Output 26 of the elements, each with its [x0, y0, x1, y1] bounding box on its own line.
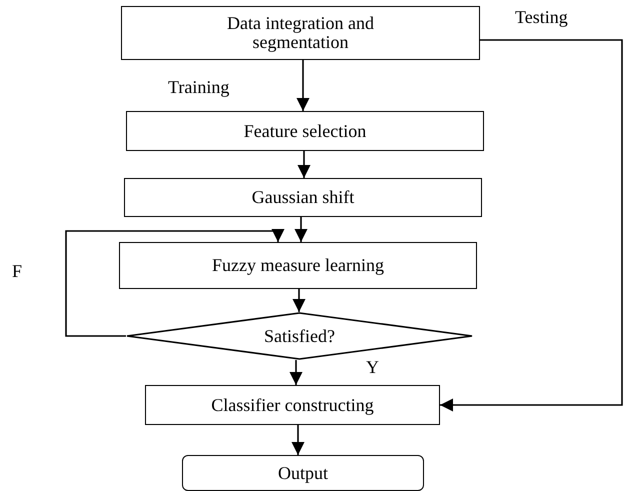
node-label: Classifier constructing: [211, 396, 374, 414]
arrow: [292, 425, 304, 455]
node-label: Fuzzy measure learning: [212, 256, 384, 275]
edge-label: Y: [366, 358, 379, 376]
arrow: [296, 60, 310, 111]
arrow: [440, 39, 623, 412]
decision-diamond: [126, 312, 473, 360]
arrow: [65, 229, 284, 337]
process-box: [145, 385, 440, 425]
process-box: [124, 178, 482, 217]
process-box: [119, 242, 477, 289]
arrow: [294, 217, 308, 242]
arrow: [290, 360, 302, 385]
edge-label: Testing: [515, 8, 568, 26]
arrow: [292, 289, 306, 312]
node-label: Gaussian shift: [252, 188, 354, 207]
node-label: Output: [278, 464, 328, 482]
process-box: [121, 6, 480, 60]
edge-label: Training: [168, 78, 230, 96]
node-label: Satisfied?: [264, 326, 335, 346]
process-box: [126, 111, 484, 151]
edge-label: F: [12, 262, 22, 280]
arrow: [298, 151, 310, 178]
node-label: Data integration and segmentation: [226, 14, 375, 52]
node-label: Feature selection: [244, 122, 366, 140]
terminal-box: [182, 455, 424, 491]
